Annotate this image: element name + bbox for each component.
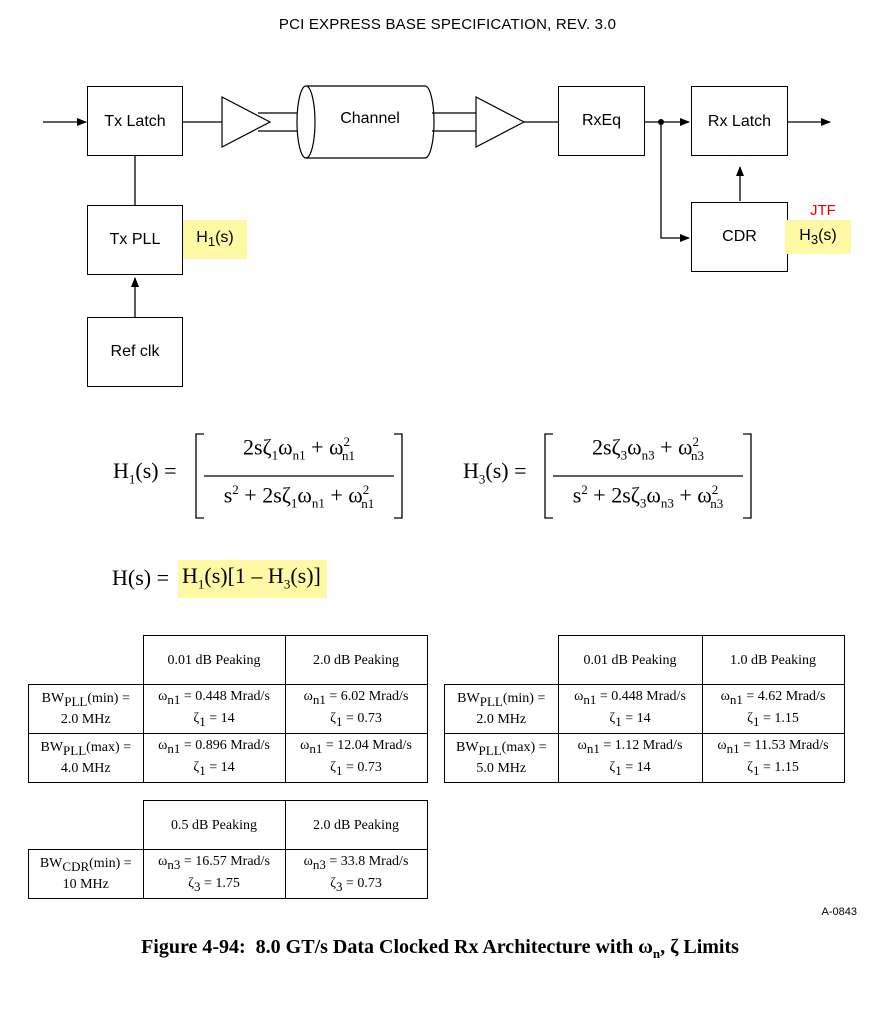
channel-label: Channel: [340, 110, 400, 127]
h1-denominator: s2 + 2sζ1ωn1 + ω2n1: [223, 482, 375, 511]
block-diagram-wires: [43, 85, 831, 317]
figure-code: A-0843: [821, 906, 857, 918]
cdr-table: 0.5 dB Peaking 2.0 dB Peaking BWCDR(min)…: [28, 800, 428, 899]
row-label: BWPLL(min) =2.0 MHz: [28, 684, 144, 734]
h3-numerator: 2sζ3ωn3 + ω2n3: [591, 434, 705, 463]
h3-equation-lhs: H3(s) =: [463, 458, 527, 487]
pll-table-left: 0.01 dB Peaking 2.0 dB Peaking BWPLL(min…: [28, 635, 428, 783]
h1-highlight: H1(s): [183, 220, 247, 259]
rx-latch-label: Rx Latch: [707, 113, 772, 130]
figure-caption: Figure 4-94: 8.0 GT/s Data Clocked Rx Ar…: [141, 936, 739, 961]
h3-brackets: [544, 433, 752, 519]
tx-latch-label: Tx Latch: [104, 113, 166, 130]
page-header: PCI EXPRESS BASE SPECIFICATION, REV. 3.0: [278, 16, 617, 33]
h1-numerator: 2sζ1ωn1 + ω2n1: [242, 434, 356, 463]
rx-latch-block: Rx Latch: [691, 86, 788, 156]
row-label: BWPLL(max) =5.0 MHz: [444, 733, 559, 783]
row-label: BWPLL(max) =4.0 MHz: [28, 733, 144, 783]
tx-pll-block: Tx PLL: [87, 205, 183, 275]
h1-brackets: [195, 433, 403, 519]
table-header: 2.0 dB Peaking: [284, 635, 428, 685]
h-equation-rhs: H1(s)[1 – H3(s)]: [178, 560, 327, 598]
rx-buffer-triangle: [475, 96, 526, 148]
ref-clk-label: Ref clk: [110, 343, 160, 360]
table-header: 0.5 dB Peaking: [142, 800, 286, 850]
table-header: 1.0 dB Peaking: [701, 635, 845, 685]
table-header: 0.01 dB Peaking: [557, 635, 703, 685]
tx-buffer-triangle: [221, 96, 272, 148]
row-label: BWCDR(min) =10 MHz: [28, 849, 144, 899]
tx-latch-block: Tx Latch: [87, 86, 183, 156]
h3-highlight: H3(s): [785, 220, 851, 254]
tx-pll-label: Tx PLL: [109, 231, 161, 248]
h3-label: H3(s): [799, 226, 837, 248]
h1-label: H1(s): [196, 229, 234, 250]
jtf-label: JTF: [810, 202, 836, 219]
row-label: BWPLL(min) =2.0 MHz: [444, 684, 559, 734]
cdr-label: CDR: [722, 228, 757, 245]
h1-equation-lhs: H1(s) =: [113, 458, 177, 487]
channel-cylinder: [306, 85, 435, 159]
h3-denominator: s2 + 2sζ3ωn3 + ω2n3: [572, 482, 724, 511]
rxeq-label: RxEq: [581, 112, 622, 129]
cdr-block: CDR: [691, 202, 788, 272]
table-header: 2.0 dB Peaking: [284, 800, 428, 850]
h-equation-lhs: H(s) =: [112, 565, 170, 590]
table-header: 0.01 dB Peaking: [142, 635, 286, 685]
pll-table-right: 0.01 dB Peaking 1.0 dB Peaking BWPLL(min…: [444, 635, 845, 783]
rxeq-block: RxEq: [558, 86, 645, 156]
ref-clk-block: Ref clk: [87, 317, 183, 387]
